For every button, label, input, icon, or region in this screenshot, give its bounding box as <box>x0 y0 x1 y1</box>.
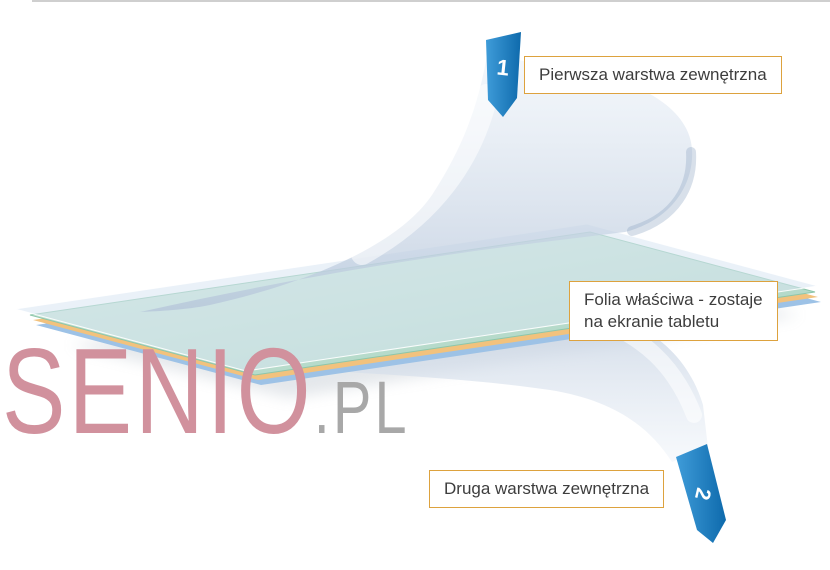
pull-tab-1 <box>486 32 521 117</box>
callout-first-layer: Pierwsza warstwa zewnętrzna <box>524 56 782 95</box>
pull-tab-1-number: 1 <box>496 54 511 80</box>
watermark: SENIO.PL <box>2 330 410 452</box>
callout-main-film-line2: na ekranie tabletu <box>584 312 720 332</box>
callout-first-layer-text: Pierwsza warstwa zewnętrzna <box>539 65 767 84</box>
watermark-brand: SENIO <box>2 323 314 459</box>
top-film: 1 <box>140 32 697 312</box>
top-film-fold-highlight <box>351 84 498 265</box>
top-film-ribbon <box>140 55 693 312</box>
callout-main-film-line1: Folia właściwa - zostaje <box>584 290 763 309</box>
top-film-edge-shade <box>627 147 697 236</box>
top-divider <box>32 0 830 2</box>
watermark-suffix: .PL <box>313 366 410 449</box>
film-stack <box>14 223 821 385</box>
callout-main-film: Folia właściwa - zostaje na ekranie tabl… <box>569 281 778 342</box>
callout-second-layer: Druga warstwa zewnętrzna <box>429 470 665 509</box>
callout-second-layer-text: Druga warstwa zewnętrzna <box>444 479 650 498</box>
pull-tab-2-number: 2 <box>690 486 715 503</box>
pull-tab-2 <box>676 444 726 543</box>
